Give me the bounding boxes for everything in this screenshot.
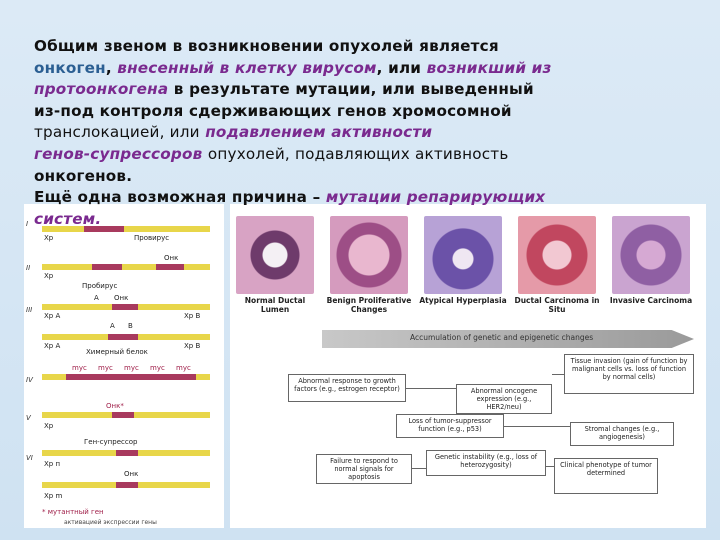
row-label: VI [26, 454, 33, 462]
text-p1a: Общим звеном в возникновении опухолей яв… [34, 37, 499, 55]
label-xp-n: Хр п [44, 460, 60, 468]
label-a: А [94, 294, 99, 302]
text-repair: мутации репарирующих [326, 188, 545, 206]
carcinogenesis-figure: Normal Ductal Lumen Benign Proliferative… [230, 204, 706, 528]
label-gen-supp: Ген-супрессор [84, 438, 138, 446]
label-xp: Хр [44, 272, 54, 280]
gene-segment [66, 374, 196, 380]
text-or1: , или [377, 59, 421, 77]
row-label: II [26, 264, 30, 272]
box-stromal: Stromal changes (e.g., angiogenesis) [570, 422, 674, 446]
text-p2a: Ещё одна возможная причина – [34, 188, 320, 206]
label-xpB: Хр В [184, 312, 200, 320]
connector [552, 374, 564, 375]
box-tumor-suppressor: Loss of tumor-suppressor function (e.g.,… [396, 414, 504, 438]
oncogene-mechanisms-diagram: I Хр Провирус II Онк Хр Пробирус III А О… [24, 204, 224, 528]
chromosome-bar [42, 264, 210, 270]
box-genetic-instability: Genetic instability (e.g., loss of heter… [426, 450, 546, 476]
text-arisen: возникший из [427, 59, 552, 77]
text-suppression: подавлением активности [205, 123, 432, 141]
gene-segment [156, 264, 184, 270]
text-oncogene: онкоген [34, 59, 106, 77]
tile-label: Benign Proliferative Changes [324, 296, 414, 314]
text-virus: внесенный в клетку вирусом [117, 59, 376, 77]
text-mutation: в результате мутации, или выведенный [174, 80, 534, 98]
label-onk: Онк [164, 254, 178, 262]
tile-label: Invasive Carcinoma [606, 296, 696, 305]
row-label: I [26, 220, 28, 228]
label-b: В [128, 322, 133, 330]
gene-segment [108, 334, 138, 340]
text-control: из-под контроля сдерживающих генов хромо… [34, 102, 512, 120]
label-onk: Онк [114, 294, 128, 302]
label-xp: Хр [44, 422, 54, 430]
gene-segment [116, 450, 138, 456]
label-xp: Хр [44, 234, 54, 242]
label-myc: myc [124, 364, 139, 372]
text-translocation: транслокацией, или [34, 123, 200, 141]
connector [504, 426, 570, 427]
box-tissue-invasion: Tissue invasion (gain of function by mal… [564, 354, 694, 394]
label-myc: myc [176, 364, 191, 372]
label-xpA: Хр А [44, 342, 60, 350]
progression-arrow-text: Accumulation of genetic and epigenetic c… [410, 333, 593, 342]
connector [412, 468, 426, 469]
text-systems: систем. [34, 210, 101, 228]
label-myc: myc [72, 364, 87, 372]
row-label: III [26, 306, 32, 314]
label-onk: Онк [124, 470, 138, 478]
label-myc: myc [150, 364, 165, 372]
box-clinical: Clinical phenotype of tumor determined [554, 458, 658, 494]
gene-segment [112, 304, 138, 310]
label-xp-m: Хр m [44, 492, 62, 500]
text-comma: , [106, 59, 112, 77]
text-tumors: опухолей, подавляющих активность [208, 145, 509, 163]
label-myc: myc [98, 364, 113, 372]
legend-mutant: * мутантный ген [42, 508, 104, 516]
label-a2: А [110, 322, 115, 330]
main-text: Общим звеном в возникновении опухолей яв… [34, 36, 704, 230]
legend-expression: активацией экспрессии гены [64, 519, 157, 526]
gene-segment [116, 482, 138, 488]
text-suppressor-genes: генов-супрессоров [34, 145, 202, 163]
row-label: V [26, 414, 32, 422]
tile-label: Normal Ductal Lumen [230, 296, 320, 314]
label-provirus2: Пробирус [82, 282, 117, 290]
tile-label: Ductal Carcinoma in Situ [512, 296, 602, 314]
tile-label: Atypical Hyperplasia [418, 296, 508, 305]
row-label: IV [26, 376, 34, 384]
box-apoptosis: Failure to respond to normal signals for… [316, 454, 412, 484]
label-xpB: Хр В [184, 342, 200, 350]
gene-segment [112, 412, 134, 418]
gene-segment [92, 264, 122, 270]
connector [546, 466, 554, 467]
label-onk-star: Онк* [106, 402, 124, 410]
label-xpA: Хр А [44, 312, 60, 320]
text-protooncogene: протоонкогена [34, 80, 168, 98]
label-provirus: Провирус [134, 234, 169, 242]
label-chimeric: Химерный белок [86, 348, 148, 356]
text-oncogenes: онкогенов. [34, 167, 132, 185]
box-oncogene: Abnormal oncogene expression (e.g., HER2… [456, 384, 552, 414]
connector [406, 388, 456, 389]
box-growth-factor: Abnormal response to growth factors (e.g… [288, 374, 406, 402]
